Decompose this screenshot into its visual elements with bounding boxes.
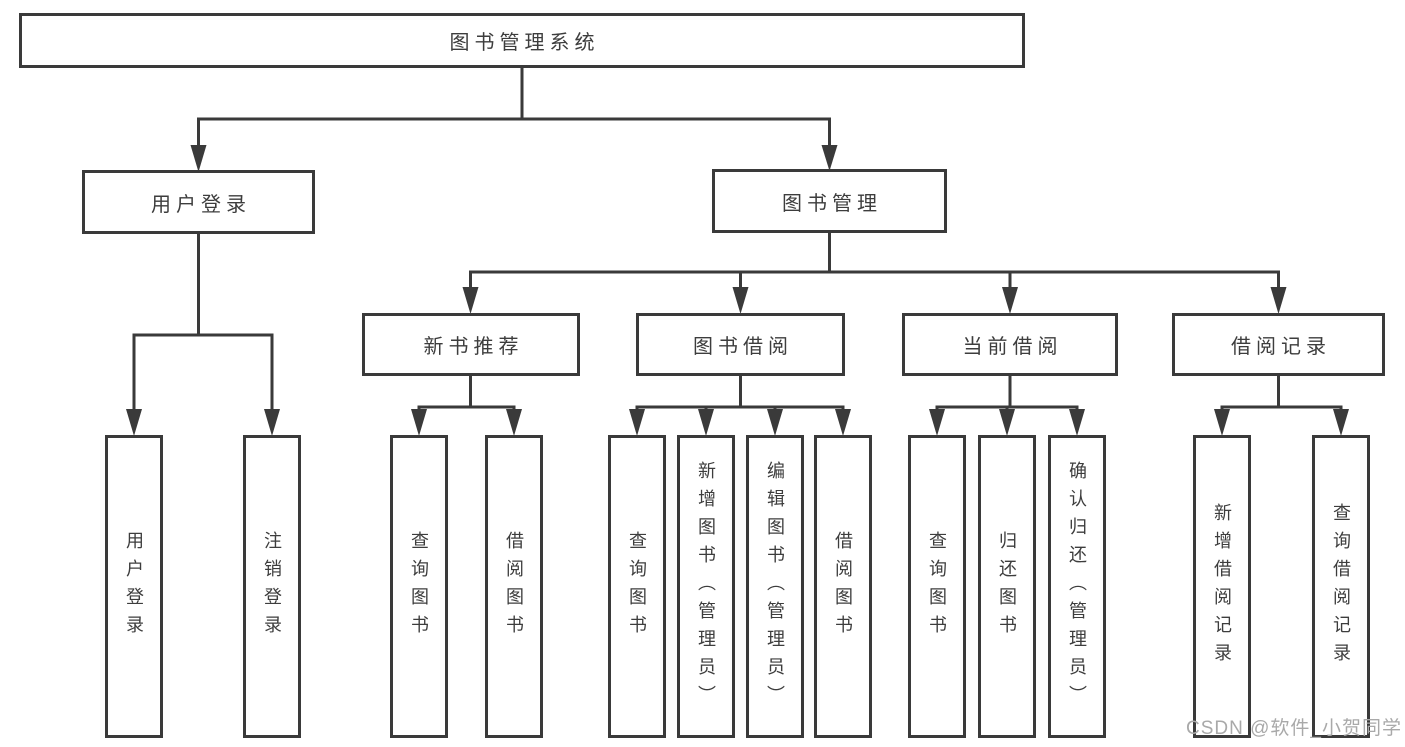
leaf-borrowing-edit-books-admin: 编辑图书（管理员） — [746, 435, 804, 738]
leaf-records-add-record-label: 新增借阅记录 — [1212, 502, 1232, 671]
leaf-borrowing-edit-books-admin-label: 编辑图书（管理员） — [765, 460, 785, 713]
node-current-borrowing: 当前借阅 — [902, 313, 1118, 376]
connector-records-to-leaves — [1220, 376, 1343, 410]
leaf-records-add-record: 新增借阅记录 — [1193, 435, 1251, 738]
leaf-records-query-record: 查询借阅记录 — [1312, 435, 1370, 738]
connector-recommend-to-leaves — [417, 376, 516, 410]
leaf-recommend-query-books-label: 查询图书 — [409, 530, 429, 643]
node-new-book-recommend: 新书推荐 — [362, 313, 580, 376]
connector-borrowing-to-leaves — [635, 376, 845, 410]
leaf-borrowing-add-books-admin: 新增图书（管理员） — [677, 435, 735, 738]
leaf-current-confirm-return-admin: 确认归还（管理员） — [1048, 435, 1106, 738]
csdn-watermark: CSDN @软件_小贺同学 — [1186, 718, 1402, 739]
leaf-logout-label: 注销登录 — [262, 530, 282, 643]
node-borrowing-records-label: 借阅记录 — [1231, 336, 1331, 358]
leaf-borrowing-borrow-books: 借阅图书 — [814, 435, 872, 738]
node-current-borrowing-label: 当前借阅 — [962, 336, 1063, 358]
leaf-recommend-borrow-books-label: 借阅图书 — [504, 530, 524, 643]
node-user-login-label: 用户登录 — [151, 193, 251, 216]
leaf-current-confirm-return-admin-label: 确认归还（管理员） — [1067, 460, 1087, 713]
leaf-logout: 注销登录 — [243, 435, 301, 738]
leaf-login: 用户登录 — [105, 435, 163, 738]
connector-user-login-to-leaves — [132, 234, 274, 410]
leaf-borrowing-add-books-admin-label: 新增图书（管理员） — [696, 460, 716, 713]
leaf-login-label: 用户登录 — [124, 530, 144, 643]
leaf-borrowing-borrow-books-label: 借阅图书 — [833, 530, 853, 643]
node-book-management-label: 图书管理 — [782, 192, 882, 215]
leaf-current-return-books-label: 归还图书 — [997, 530, 1017, 643]
node-borrowing-records: 借阅记录 — [1172, 313, 1385, 376]
leaf-current-return-books: 归还图书 — [978, 435, 1036, 738]
leaf-recommend-query-books: 查询图书 — [390, 435, 448, 738]
leaf-current-query-books-label: 查询图书 — [927, 530, 947, 643]
leaf-records-query-record-label: 查询借阅记录 — [1331, 502, 1351, 671]
arrowheads — [126, 145, 1349, 436]
leaf-borrowing-query-books: 查询图书 — [608, 435, 666, 738]
connector-book-management-to-level3 — [469, 233, 1280, 288]
node-user-login: 用户登录 — [82, 170, 315, 234]
node-book-management: 图书管理 — [712, 169, 947, 233]
connector-root-to-level2 — [197, 68, 831, 146]
node-root: 图书管理系统 — [19, 13, 1025, 68]
node-root-label: 图书管理系统 — [449, 32, 600, 54]
node-book-borrowing: 图书借阅 — [636, 313, 845, 376]
node-new-book-recommend-label: 新书推荐 — [423, 336, 524, 358]
leaf-borrowing-query-books-label: 查询图书 — [627, 530, 647, 643]
node-book-borrowing-label: 图书借阅 — [693, 336, 793, 358]
leaf-recommend-borrow-books: 借阅图书 — [485, 435, 543, 738]
connector-current-to-leaves — [935, 376, 1079, 410]
leaf-current-query-books: 查询图书 — [908, 435, 966, 738]
